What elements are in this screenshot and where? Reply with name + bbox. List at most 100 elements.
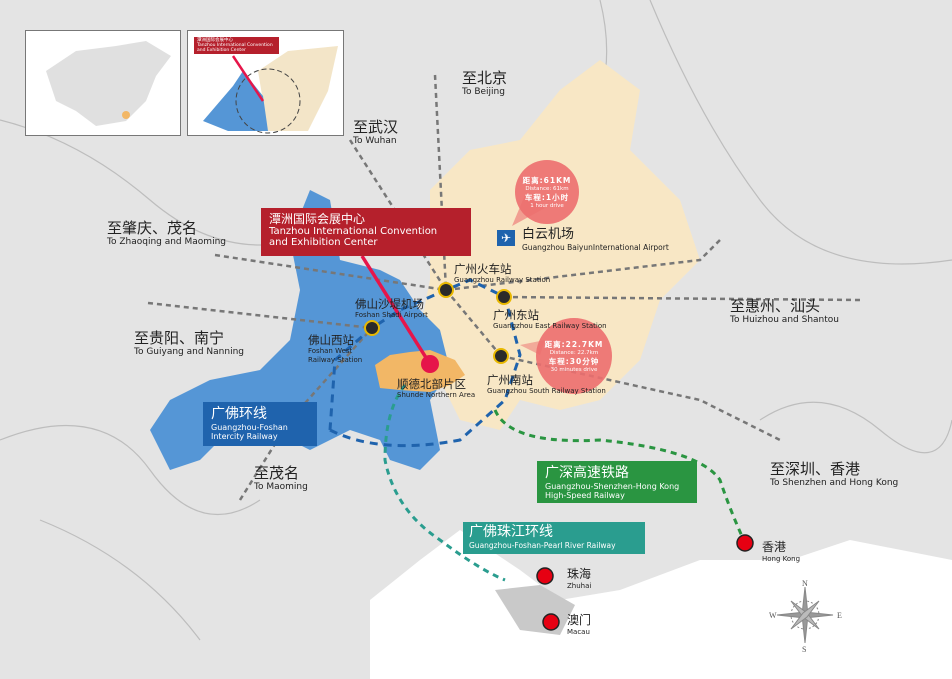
compass-s: S: [802, 645, 806, 654]
airplane-icon: ✈: [497, 230, 515, 246]
label-en: Guangzhou Railway Station: [454, 276, 551, 284]
label-en: To Beijing: [462, 87, 505, 97]
label-en: To Zhaoqing and Maoming: [107, 237, 226, 247]
distance-text: 距离:61KM: [522, 176, 572, 185]
inset-venue-en: Tanzhou International Convention and Exh…: [197, 43, 273, 53]
label-en: Hong Kong: [762, 555, 801, 563]
line-en: Intercity Railway: [211, 432, 278, 441]
time-en: 1 hour drive: [530, 203, 564, 209]
label-en: Macau: [567, 628, 590, 636]
region-map-icon: [203, 46, 338, 134]
label-zh: 至茂名: [254, 464, 300, 482]
line-en: Guangzhou-Foshan-Pearl River Railway: [469, 541, 616, 550]
label-en: Guangzhou East Railway Station: [493, 322, 607, 330]
south-station-distance-badge: 距离:22.7KM Distance: 22.7km 车程:30分钟 30 mi…: [536, 318, 612, 394]
railway-station-icon[interactable]: [496, 289, 512, 305]
label-en: To Wuhan: [353, 136, 397, 146]
compass-w: W: [769, 611, 777, 620]
macau-dot[interactable]: [542, 613, 560, 631]
venue-zh: 潭洲国际会展中心: [269, 212, 366, 226]
shunde-area: [375, 350, 465, 392]
label-en: Railway Station: [308, 356, 363, 364]
hongkong-dot[interactable]: [736, 534, 754, 552]
venue-pointer: [360, 255, 432, 365]
pearl-river-line: [383, 384, 506, 582]
label-en: Foshan West: [308, 347, 353, 355]
time-text: 车程:30分钟: [548, 357, 600, 366]
compass-n: N: [802, 579, 808, 588]
label-zh: 顺德北部片区: [397, 377, 466, 391]
label-zh: 佛山西站: [308, 333, 354, 347]
line-en: Guangzhou-Shenzhen-Hong Kong: [545, 482, 680, 491]
label-en: Guangzhou South Railway Station: [487, 387, 606, 395]
inset-venue-zh: 潭洲国际会展中心: [197, 38, 233, 43]
label-zh: 至惠州、汕头: [730, 297, 821, 315]
line-en: Guangzhou-Foshan: [211, 423, 288, 432]
railway-station-icon[interactable]: [364, 320, 380, 336]
label-zh: 香港: [762, 540, 787, 554]
label-en: To Maoming: [254, 482, 308, 492]
label-en: To Shenzhen and Hong Kong: [770, 478, 899, 488]
guangzhou-region: [420, 60, 700, 430]
inset-venue-label: 潭洲国际会展中心 Tanzhou International Conventio…: [194, 37, 279, 54]
compass-icon: [776, 586, 834, 644]
label-zh: 至肇庆、茂名: [107, 219, 198, 237]
label-en: Zhuhai: [567, 582, 592, 590]
label-zh: 广州南站: [487, 373, 533, 387]
label-zh: 珠海: [567, 567, 592, 581]
label-zh: 佛山沙堤机场: [355, 297, 424, 311]
label-zh: 白云机场: [522, 227, 575, 242]
distance-en: Distance: 22.7km: [549, 350, 599, 356]
label-zh: 澳门: [567, 613, 592, 627]
line-en: High-Speed Railway: [545, 491, 625, 500]
china-overview-inset: [25, 30, 181, 136]
label-zh: 广州火车站: [454, 262, 512, 276]
label-zh: 至贵阳、南宁: [134, 329, 225, 347]
line-zh: 广佛珠江环线: [469, 524, 553, 540]
label-en: Shunde Northern Area: [397, 391, 476, 399]
distance-en: Distance: 61km: [525, 186, 569, 192]
station-icons: [364, 282, 512, 364]
label-en: Foshan Shadi Airport: [355, 311, 428, 319]
sea: [370, 530, 952, 679]
label-en: To Guiyang and Nanning: [134, 347, 244, 357]
label-zh: 至北京: [462, 69, 508, 87]
region-inset: 潭洲国际会展中心 Tanzhou International Conventio…: [187, 30, 344, 136]
compass-e: E: [837, 611, 842, 620]
venue-en1: Tanzhou International Convention: [269, 226, 438, 237]
label-en: Guangzhou BaiyunInternational Airport: [522, 243, 669, 252]
label-zh: 至武汉: [353, 118, 399, 136]
china-map-icon: [46, 41, 171, 126]
zhuhai-dot[interactable]: [536, 567, 554, 585]
airport-distance-badge: 距离:61KM Distance: 61km 车程:1小时 1 hour dri…: [515, 160, 579, 224]
foshan-region: [150, 190, 450, 470]
guangshen-highspeed-line: [493, 409, 747, 544]
railway-station-icon[interactable]: [438, 282, 454, 298]
label-en: To Huizhou and Shantou: [730, 315, 839, 325]
compass-labels: N S E W: [769, 579, 842, 654]
venue-dot[interactable]: [421, 355, 439, 373]
venue-label-box[interactable]: 潭洲国际会展中心 Tanzhou International Conventio…: [261, 208, 471, 256]
railway-station-icon[interactable]: [493, 348, 509, 364]
time-text: 车程:1小时: [524, 193, 570, 202]
line-zh: 广佛环线: [211, 406, 267, 422]
